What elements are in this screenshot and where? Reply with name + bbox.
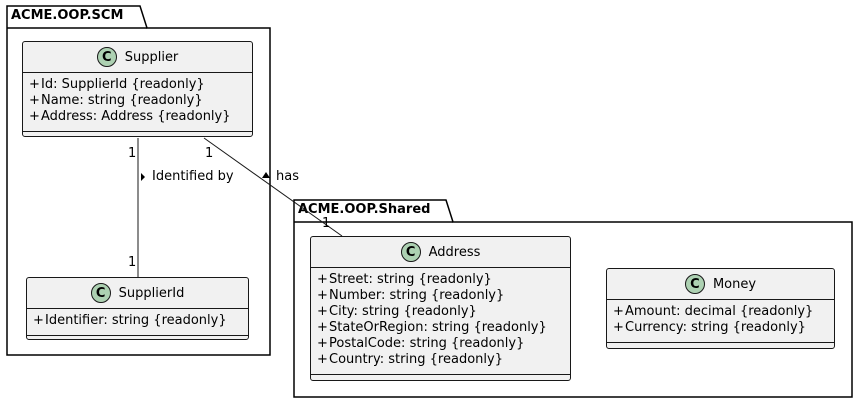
visibility-marker: +	[317, 320, 328, 335]
class-icon: C	[684, 274, 705, 294]
class-supplierid[interactable]: C SupplierId +Identifier: string {readon…	[26, 277, 249, 340]
multiplicity-supplierid: 1	[128, 255, 137, 270]
class-icon: C	[96, 47, 117, 67]
class-supplier-name: Supplier	[124, 49, 179, 65]
attribute-row: +Currency: string {readonly}	[613, 320, 828, 336]
visibility-marker: +	[317, 352, 328, 367]
visibility-marker: +	[317, 304, 328, 319]
has-line	[203, 137, 343, 237]
attribute-text: PostalCode: string {readonly}	[329, 336, 525, 351]
attribute-row: +City: string {readonly}	[317, 304, 564, 320]
multiplicity-supplier-has: 1	[205, 146, 214, 161]
attribute-row: +Number: string {readonly}	[317, 288, 564, 304]
package-shared-title: ACME.OOP.Shared	[298, 202, 431, 217]
class-money-name: Money	[712, 276, 757, 292]
class-supplierid-attributes: +Identifier: string {readonly}	[27, 309, 248, 336]
class-icon: C	[400, 242, 421, 262]
class-money-operations	[607, 343, 834, 351]
visibility-marker: +	[317, 288, 328, 303]
has-arrow-icon	[262, 172, 270, 178]
attribute-row: +Identifier: string {readonly}	[33, 313, 242, 329]
attribute-text: Address: Address {readonly}	[41, 109, 231, 124]
visibility-marker: +	[33, 313, 44, 328]
visibility-marker: +	[29, 77, 40, 92]
class-icon: C	[90, 283, 111, 303]
attribute-text: Name: string {readonly}	[41, 93, 203, 108]
attribute-text: StateOrRegion: string {readonly}	[329, 320, 547, 335]
package-scm-title: ACME.OOP.SCM	[11, 8, 124, 23]
class-money-attributes: +Amount: decimal {readonly} +Currency: s…	[607, 300, 834, 343]
class-supplier-header: C Supplier	[23, 42, 252, 73]
class-address-name: Address	[428, 244, 481, 260]
class-supplierid-header: C SupplierId	[27, 278, 248, 309]
visibility-marker: +	[613, 320, 624, 335]
attribute-text: City: string {readonly}	[329, 304, 477, 319]
visibility-marker: +	[613, 304, 624, 319]
has-label: has	[276, 169, 299, 184]
visibility-marker: +	[29, 93, 40, 108]
class-supplierid-operations	[27, 336, 248, 344]
class-address-operations	[311, 375, 570, 383]
attribute-row: +Street: string {readonly}	[317, 272, 564, 288]
multiplicity-supplier-identified: 1	[128, 146, 137, 161]
attribute-text: Amount: decimal {readonly}	[625, 304, 814, 319]
class-supplier[interactable]: C Supplier +Id: SupplierId {readonly} +N…	[22, 41, 253, 137]
class-money-header: C Money	[607, 269, 834, 300]
attribute-row: +PostalCode: string {readonly}	[317, 336, 564, 352]
attribute-text: Currency: string {readonly}	[625, 320, 806, 335]
visibility-marker: +	[317, 272, 328, 287]
class-address-attributes: +Street: string {readonly} +Number: stri…	[311, 268, 570, 375]
attribute-row: +Address: Address {readonly}	[29, 109, 246, 125]
class-money[interactable]: C Money +Amount: decimal {readonly} +Cur…	[606, 268, 835, 349]
attribute-text: Id: SupplierId {readonly}	[41, 77, 205, 92]
attribute-text: Country: string {readonly}	[329, 352, 503, 367]
visibility-marker: +	[317, 336, 328, 351]
attribute-text: Street: string {readonly}	[329, 272, 492, 287]
attribute-row: +Name: string {readonly}	[29, 93, 246, 109]
class-supplierid-name: SupplierId	[118, 285, 185, 301]
attribute-row: +Amount: decimal {readonly}	[613, 304, 828, 320]
class-address[interactable]: C Address +Street: string {readonly} +Nu…	[310, 236, 571, 381]
identified-by-label: Identified by	[152, 169, 234, 184]
class-supplier-attributes: +Id: SupplierId {readonly} +Name: string…	[23, 73, 252, 132]
attribute-row: +StateOrRegion: string {readonly}	[317, 320, 564, 336]
attribute-row: +Country: string {readonly}	[317, 352, 564, 368]
attribute-text: Identifier: string {readonly}	[45, 313, 227, 328]
attribute-text: Number: string {readonly}	[329, 288, 505, 303]
class-address-header: C Address	[311, 237, 570, 268]
visibility-marker: +	[29, 109, 40, 124]
multiplicity-address: 1	[322, 216, 331, 231]
attribute-row: +Id: SupplierId {readonly}	[29, 77, 246, 93]
identified-by-arrow-icon	[141, 173, 145, 181]
class-supplier-operations	[23, 132, 252, 140]
